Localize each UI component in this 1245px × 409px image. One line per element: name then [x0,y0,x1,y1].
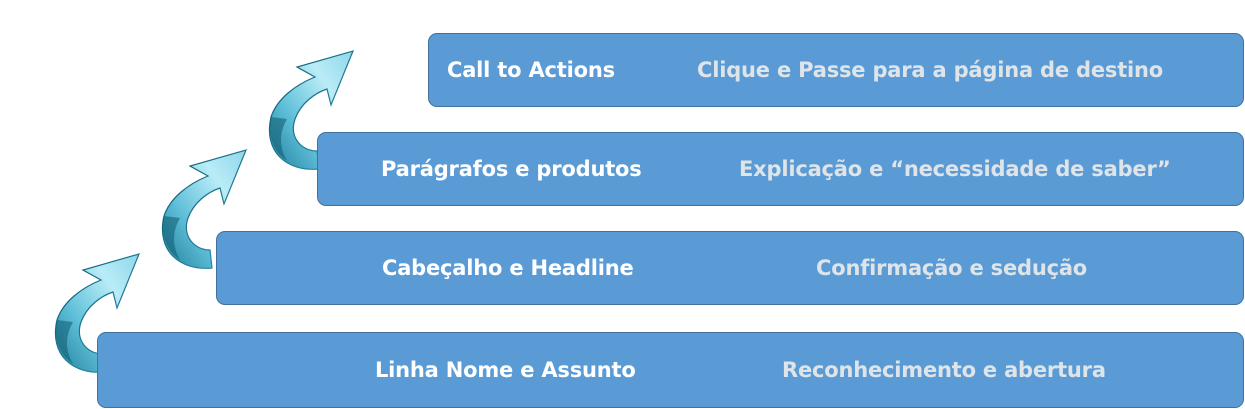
step-description: Clique e Passe para a página de destino [697,58,1164,82]
step-description: Explicação e “necessidade de saber” [739,157,1171,181]
step-title: Parágrafos e produtos [381,157,642,181]
step-box-paragrafos-e-produtos: Parágrafos e produtos Explicação e “nece… [317,132,1244,206]
step-title: Call to Actions [447,58,615,82]
curved-arrow-icon [268,50,355,170]
step-box-call-to-actions: Call to Actions Clique e Passe para a pá… [428,33,1244,107]
step-box-linha-nome-e-assunto: Linha Nome e Assunto Reconhecimento e ab… [97,332,1244,408]
step-description: Reconhecimento e abertura [782,358,1106,382]
step-title: Linha Nome e Assunto [375,358,636,382]
step-description: Confirmação e sedução [816,256,1088,280]
step-box-cabecalho-e-headline: Cabeçalho e Headline Confirmação e seduç… [216,231,1244,305]
curved-arrow-icon [161,149,248,269]
step-title: Cabeçalho e Headline [382,256,634,280]
curved-arrow-icon [54,253,141,373]
